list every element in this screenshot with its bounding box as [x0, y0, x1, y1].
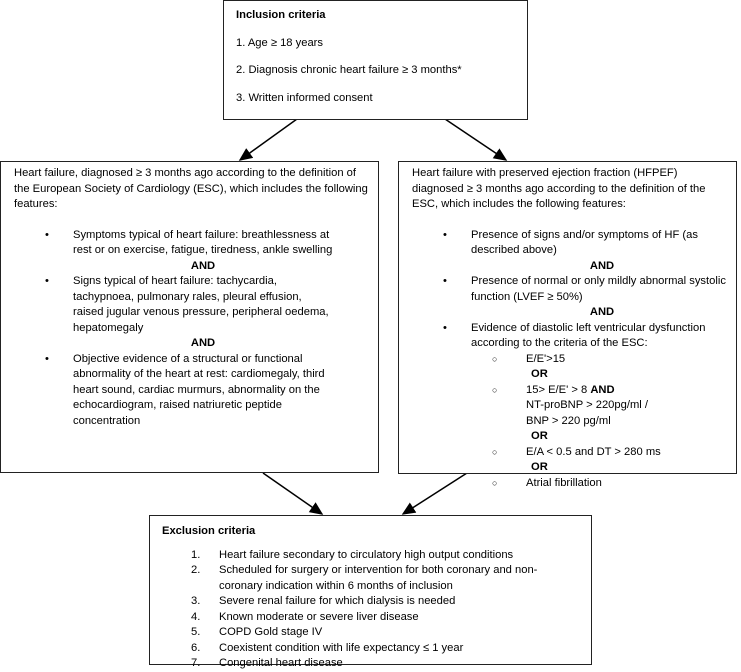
sub-criterion: E/E'>15 [526, 352, 566, 365]
circle-bullet-icon: ○ [492, 477, 498, 488]
sub-criterion-cont: BNP > 220 pg/ml [526, 414, 611, 427]
sub-criterion: Atrial fibrillation [526, 476, 602, 489]
exclusion-item: 2. Scheduled for surgery or intervention … [191, 563, 549, 594]
hf-bullet: Signs typical of heart failure: tachycar… [73, 275, 329, 334]
exclusion-box: Exclusion criteria 1. Heart failure secon… [149, 515, 592, 669]
hf-bullet: Objective evidence of a structural or fu… [73, 352, 325, 427]
sub-criterion: 15> E/E' > 8 [526, 383, 591, 396]
bullet-icon: • [443, 228, 447, 241]
inclusion-title: Inclusion criteria [236, 9, 326, 21]
inclusion-item: 2. Diagnosis chronic heart failure ≥ 3 m… [236, 64, 462, 76]
exclusion-item: 5. COPD Gold stage IV [191, 625, 549, 641]
circle-bullet-icon: ○ [492, 446, 498, 457]
bullet-icon: • [443, 275, 447, 287]
hfpef-bullet: Presence of signs and/or symptoms of HF … [471, 228, 698, 257]
hfpef-intro: Heart failure with preserved ejection fr… [412, 167, 706, 210]
item-number: 1. [191, 548, 201, 561]
item-text: Heart failure secondary to circulatory h… [219, 548, 514, 561]
sub-criterion: E/A < 0.5 and DT > 280 ms [526, 445, 661, 458]
bullet-icon: • [45, 275, 49, 287]
circle-bullet-icon: ○ [492, 384, 498, 395]
or-connector: OR [531, 368, 548, 380]
or-connector: OR [531, 430, 548, 442]
bullet-icon: • [45, 228, 49, 241]
exclusion-item: 1. Heart failure secondary to circulatory… [191, 548, 549, 564]
item-text: Severe renal failure for which dialysis … [219, 595, 456, 607]
item-number: 3. [191, 595, 201, 607]
and-connector: AND [190, 337, 216, 349]
and-connector: AND [589, 306, 615, 318]
sub-criterion-cont: NT-proBNP > 220pg/ml / [526, 399, 648, 411]
bullet-icon: • [45, 352, 49, 365]
hfpef-bullet: Presence of normal or only mildly abnorm… [471, 275, 726, 303]
item-number: 7. [191, 657, 201, 669]
item-text: COPD Gold stage IV [219, 626, 323, 638]
item-text: Scheduled for surgery or intervention fo… [219, 564, 538, 592]
inclusion-item: 3. Written informed consent [236, 91, 373, 104]
exclusion-title: Exclusion criteria [162, 525, 256, 537]
or-connector: OR [531, 461, 548, 473]
arrow-to-hf [238, 118, 298, 161]
item-number: 2. [191, 564, 201, 576]
circle-bullet-icon: ○ [492, 353, 498, 364]
arrow-to-hfpef [444, 118, 508, 161]
hf-bullet: Symptoms typical of heart failure: breat… [73, 228, 333, 257]
item-text: Coexistent condition with life expectanc… [219, 641, 464, 654]
hf-box: Heart failure, diagnosed ≥ 3 months ago … [0, 161, 379, 473]
and-connector: AND [589, 259, 615, 272]
item-number: 6. [191, 641, 201, 654]
item-text: Known moderate or severe liver disease [219, 610, 419, 623]
arrow-hf-to-exclusion [262, 472, 324, 515]
exclusion-item: 4. Known moderate or severe liver disease [191, 610, 549, 626]
and-connector: AND [190, 259, 216, 272]
bullet-icon: • [443, 321, 447, 334]
inclusion-box: Inclusion criteria 1. Age ≥ 18 years 2. … [223, 0, 528, 120]
arrow-hfpef-to-exclusion [401, 472, 468, 515]
hf-intro: Heart failure, diagnosed ≥ 3 months ago … [14, 167, 368, 210]
hfpef-bullet: Evidence of diastolic left ventricular d… [471, 321, 706, 350]
inclusion-item: 1. Age ≥ 18 years [236, 36, 323, 49]
item-number: 5. [191, 626, 201, 638]
exclusion-item: 3. Severe renal failure for which dialysi… [191, 594, 549, 610]
item-number: 4. [191, 610, 201, 623]
item-text: Congenital heart disease [219, 657, 343, 669]
exclusion-item: 6. Coexistent condition with life expecta… [191, 641, 549, 657]
hfpef-box: Heart failure with preserved ejection fr… [398, 161, 737, 489]
and-inline: AND [590, 383, 615, 396]
exclusion-item: 7. Congenital heart disease [191, 656, 549, 672]
